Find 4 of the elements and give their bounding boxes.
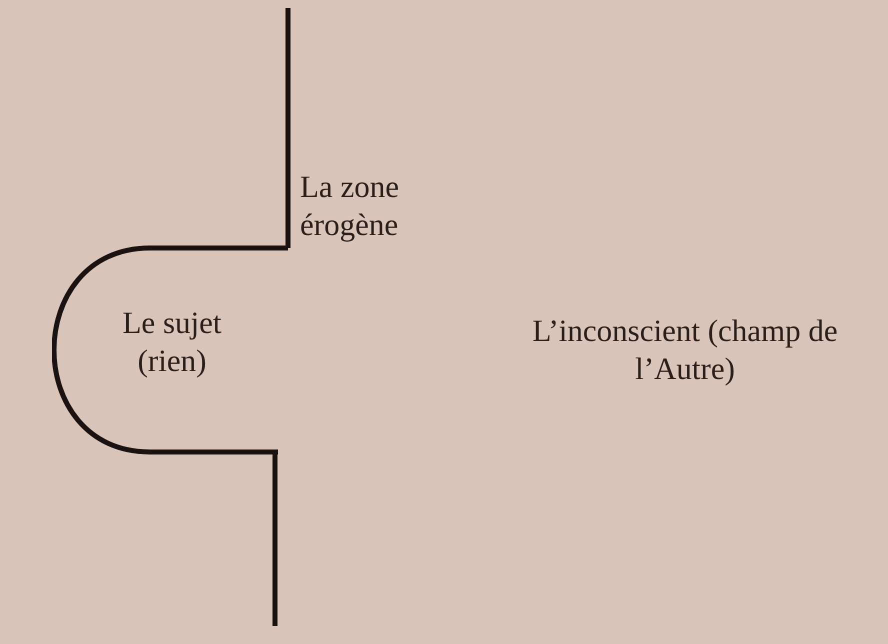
node-label: Le sujet (rien) — [122, 304, 222, 380]
region-label: La zone érogène — [300, 168, 400, 244]
bulge-shape — [52, 244, 288, 456]
region-label: L’inconscient (champ de l’Autre) — [531, 312, 839, 388]
